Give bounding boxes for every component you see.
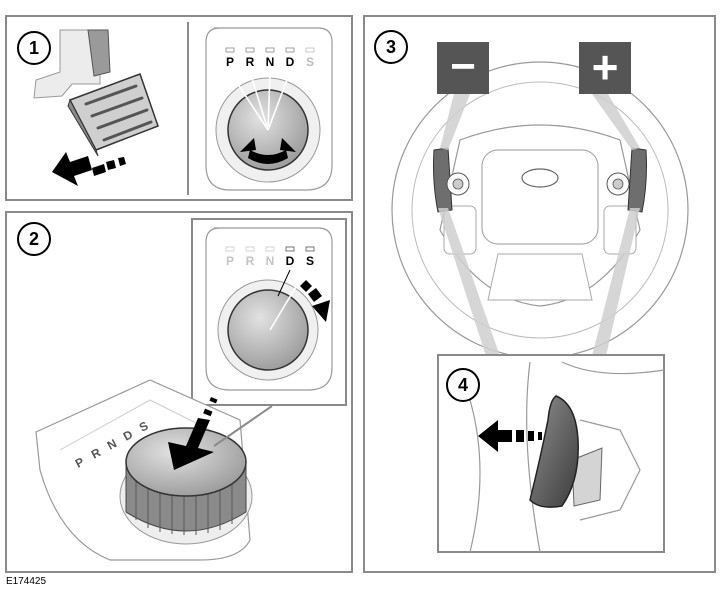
brake-pedal-icon: [33, 29, 159, 157]
minus-paddle-sign: −: [437, 42, 489, 94]
rotary-knob-icon: [119, 427, 253, 545]
gear-pointer-lines: [229, 71, 291, 131]
svg-text:+: +: [592, 41, 619, 93]
step-1-badge: 1: [17, 31, 51, 65]
inset-gear-label-n: N: [266, 254, 275, 268]
step-3-badge: 3: [374, 30, 408, 64]
callout-line: [213, 405, 273, 447]
gear-label-r: R: [246, 55, 255, 69]
inset-gear-label-r: R: [246, 254, 255, 268]
figure-code: E174425: [6, 576, 47, 587]
plus-paddle-sign: +: [579, 41, 631, 94]
rotate-arrow-icon: [240, 138, 296, 164]
pull-arrow-icon: [478, 420, 542, 452]
step-2-badge: 2: [17, 222, 51, 256]
gear-label-p: P: [226, 55, 234, 69]
steering-rim-detail: [469, 361, 665, 553]
steering-wheel-icon: [391, 61, 689, 359]
gear-label-n: N: [266, 55, 275, 69]
paddle-shifter-icon: [433, 147, 647, 213]
inset-gear-label-d: D: [286, 254, 295, 268]
paddle-shifter-icon: [529, 395, 603, 508]
gear-label-s: S: [306, 55, 314, 69]
gear-label-d: D: [286, 55, 295, 69]
push-arrow-icon: [52, 152, 126, 186]
inset-gear-label-p: P: [226, 254, 234, 268]
press-down-arrow-icon: [168, 397, 218, 470]
rotary-knob-icon: [217, 269, 319, 381]
inset-gear-label-s: S: [306, 254, 314, 268]
svg-text:−: −: [450, 42, 476, 91]
callout-beams: [438, 94, 640, 356]
step-4-badge: 4: [446, 368, 480, 402]
rotate-clockwise-arrow-icon: [300, 280, 330, 322]
